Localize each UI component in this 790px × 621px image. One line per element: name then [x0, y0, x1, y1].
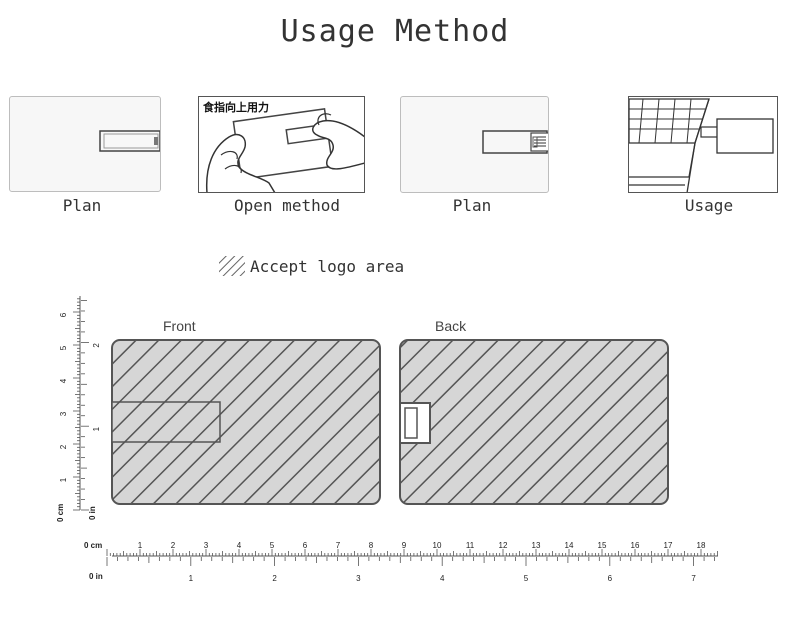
caption-usage: Usage [684, 196, 734, 215]
front-label: Front [163, 318, 196, 334]
ruler-cm-label: 1 [138, 541, 143, 550]
ruler-cm-label: 7 [336, 541, 341, 550]
in-unit-label: 0 in [89, 572, 103, 581]
vertical-cm-label: 4 [59, 378, 68, 383]
ruler-cm-label: 9 [402, 541, 407, 550]
plan-image-closed [9, 96, 161, 192]
usb-card-closed-illustration [99, 130, 160, 152]
hand-opening-card-illustration [205, 108, 364, 192]
vertical-in-unit-label: 0 in [88, 506, 97, 520]
vertical-cm-label: 1 [59, 477, 68, 482]
front-usb-slot [111, 401, 221, 443]
ruler-in-label: 7 [691, 574, 696, 583]
ruler-cm-label: 13 [532, 541, 541, 550]
caption-plan-1: Plan [62, 196, 102, 215]
ruler-in-label: 2 [272, 574, 277, 583]
ruler-cm-label: 4 [237, 541, 242, 550]
plan-image-open [400, 96, 549, 193]
ruler-in-label: 5 [524, 574, 529, 583]
ruler-cm-label: 6 [303, 541, 308, 550]
usb-card-open-illustration [482, 130, 548, 154]
laptop-usage-illustration [629, 98, 774, 192]
ruler-in-label: 6 [608, 574, 613, 583]
page-title: Usage Method [280, 14, 510, 49]
vertical-in-label: 2 [92, 343, 101, 348]
legend-label: Accept logo area [250, 257, 405, 276]
vertical-ruler-ticks: 1 2 3 4 5 6 1 2 [59, 296, 101, 511]
vertical-cm-label: 2 [59, 444, 68, 449]
open-method-annotation: 食指向上用力 [203, 101, 269, 114]
ruler-cm-label: 3 [204, 541, 209, 550]
ruler-cm-label: 12 [499, 541, 508, 550]
back-label: Back [435, 318, 467, 334]
ruler-in-label: 4 [440, 574, 445, 583]
vertical-cm-label: 6 [59, 312, 68, 317]
hatch-swatch-icon [219, 256, 245, 276]
back-card [399, 339, 669, 505]
open-method-image: 食指向上用力 [198, 96, 365, 193]
ruler-in-label: 3 [356, 574, 361, 583]
ruler-cm-label: 15 [598, 541, 607, 550]
ruler-in-label: 1 [189, 574, 194, 583]
ruler-cm-label: 8 [369, 541, 374, 550]
ruler-cm-label: 2 [171, 541, 176, 550]
ruler-cm-label: 5 [270, 541, 275, 550]
vertical-cm-label: 3 [59, 411, 68, 416]
ruler-cm-label: 14 [565, 541, 574, 550]
ruler-cm-label: 18 [697, 541, 706, 550]
ruler-cm-label: 16 [631, 541, 640, 550]
cm-unit-label: 0 cm [84, 541, 103, 550]
ruler-cm-label: 10 [433, 541, 442, 550]
usage-image [628, 96, 778, 193]
ruler-cm-label: 17 [664, 541, 673, 550]
vertical-cm-label: 5 [59, 345, 68, 350]
caption-plan-2: Plan [452, 196, 492, 215]
vertical-cm-unit-label: 0 cm [56, 503, 65, 522]
ruler-cm-label: 11 [466, 541, 475, 550]
caption-open-method: Open method [234, 196, 340, 215]
back-usb-connector-inner [404, 407, 418, 439]
vertical-in-label: 1 [92, 426, 101, 431]
